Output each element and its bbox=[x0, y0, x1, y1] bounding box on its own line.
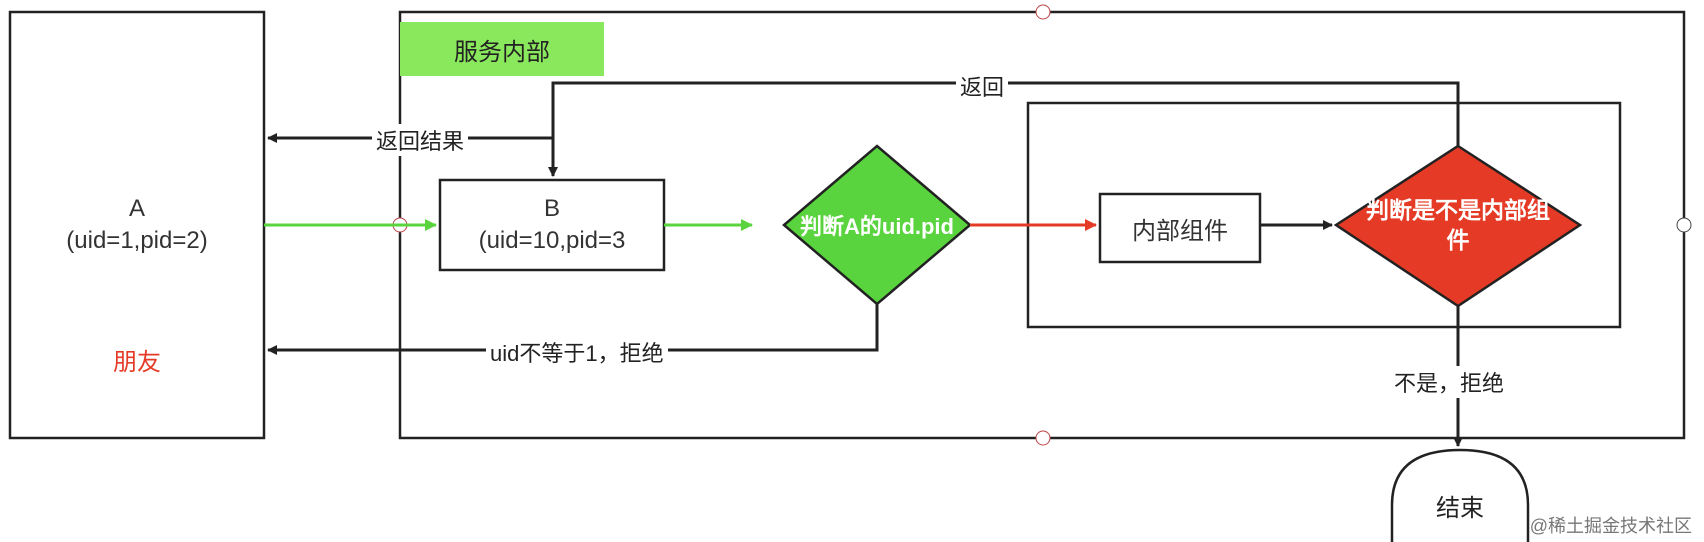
box-a bbox=[8, 10, 266, 440]
end-terminator bbox=[1390, 448, 1530, 542]
box-b-params: (uid=10,pid=3 bbox=[478, 227, 626, 254]
internal-container bbox=[1026, 101, 1622, 329]
handle-right[interactable] bbox=[1676, 217, 1692, 233]
check-uid-text: 判断A的uid.pid bbox=[800, 214, 954, 239]
watermark: @稀土掘金技术社区 bbox=[1529, 516, 1692, 536]
handle-top[interactable] bbox=[1035, 4, 1051, 20]
box-a-note: 朋友 bbox=[113, 348, 161, 376]
edge-reject-uid bbox=[267, 304, 879, 355]
end-text: 结束 bbox=[1436, 494, 1484, 522]
edge-label-reject-uid: uid不等于1，拒绝 bbox=[486, 336, 668, 368]
check-internal-text: 判断是不是内部组件 bbox=[1366, 197, 1550, 253]
edge-label-return-result: 返回结果 bbox=[372, 124, 469, 156]
box-a-params: (uid=1,pid=2) bbox=[66, 227, 208, 254]
service-label: 服务内部 bbox=[454, 38, 550, 66]
service-label-box bbox=[400, 22, 604, 76]
internal-component-box bbox=[1098, 192, 1262, 264]
handle-bottom[interactable] bbox=[1035, 430, 1051, 446]
edge-label-return: 返回 bbox=[956, 70, 1009, 102]
box-a-title: A bbox=[128, 195, 145, 222]
edge-label-reject-internal: 不是，拒绝 bbox=[1390, 366, 1509, 398]
box-a-text: A (uid=1,pid=2) bbox=[10, 190, 264, 260]
box-b-title: B bbox=[543, 195, 560, 222]
internal-component-text: 内部组件 bbox=[1132, 217, 1228, 245]
box-b-text: B (uid=10,pid=3 bbox=[440, 190, 664, 260]
